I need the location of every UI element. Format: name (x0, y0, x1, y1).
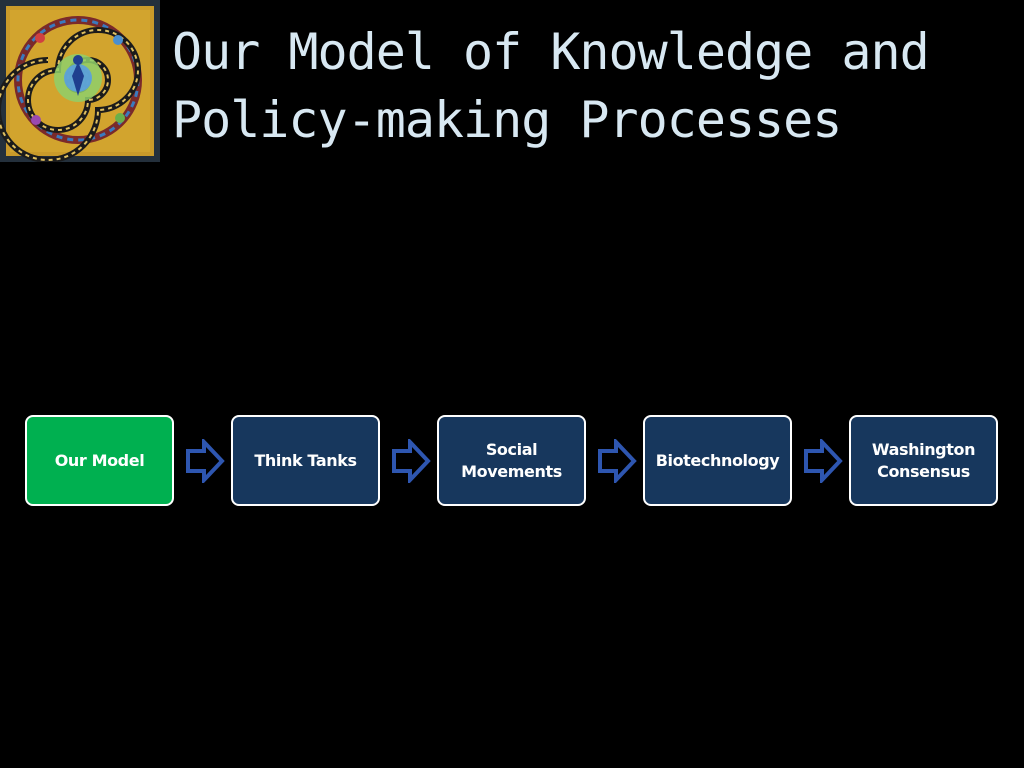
right-arrow-outline-icon (804, 439, 843, 483)
process-flow: Our Model Think Tanks Social Movements B… (25, 415, 1000, 506)
step-label: Our Model (54, 450, 145, 470)
right-arrow-outline-icon (598, 439, 637, 483)
step-our-model[interactable]: Our Model (25, 415, 174, 506)
right-arrow-outline-icon (392, 439, 431, 483)
step-label: Biotechnology (655, 450, 780, 470)
step-label: Social Movements (461, 439, 562, 481)
step-social-movements[interactable]: Social Movements (437, 415, 586, 506)
step-biotechnology[interactable]: Biotechnology (643, 415, 792, 506)
slide-title-line-1: Our Model of Knowledge and (172, 23, 930, 81)
step-washington-consensus[interactable]: Washington Consensus (849, 415, 998, 506)
step-label: Washington Consensus (871, 439, 976, 481)
right-arrow-outline-icon (186, 439, 225, 483)
step-label: Think Tanks (254, 450, 357, 470)
step-think-tanks[interactable]: Think Tanks (231, 415, 380, 506)
slide-title-line-2: Policy-making Processes (172, 91, 842, 149)
spiral-mosaic-logo-icon (0, 0, 160, 162)
slide-title: Our Model of Knowledge and Policy-making… (172, 18, 1012, 154)
